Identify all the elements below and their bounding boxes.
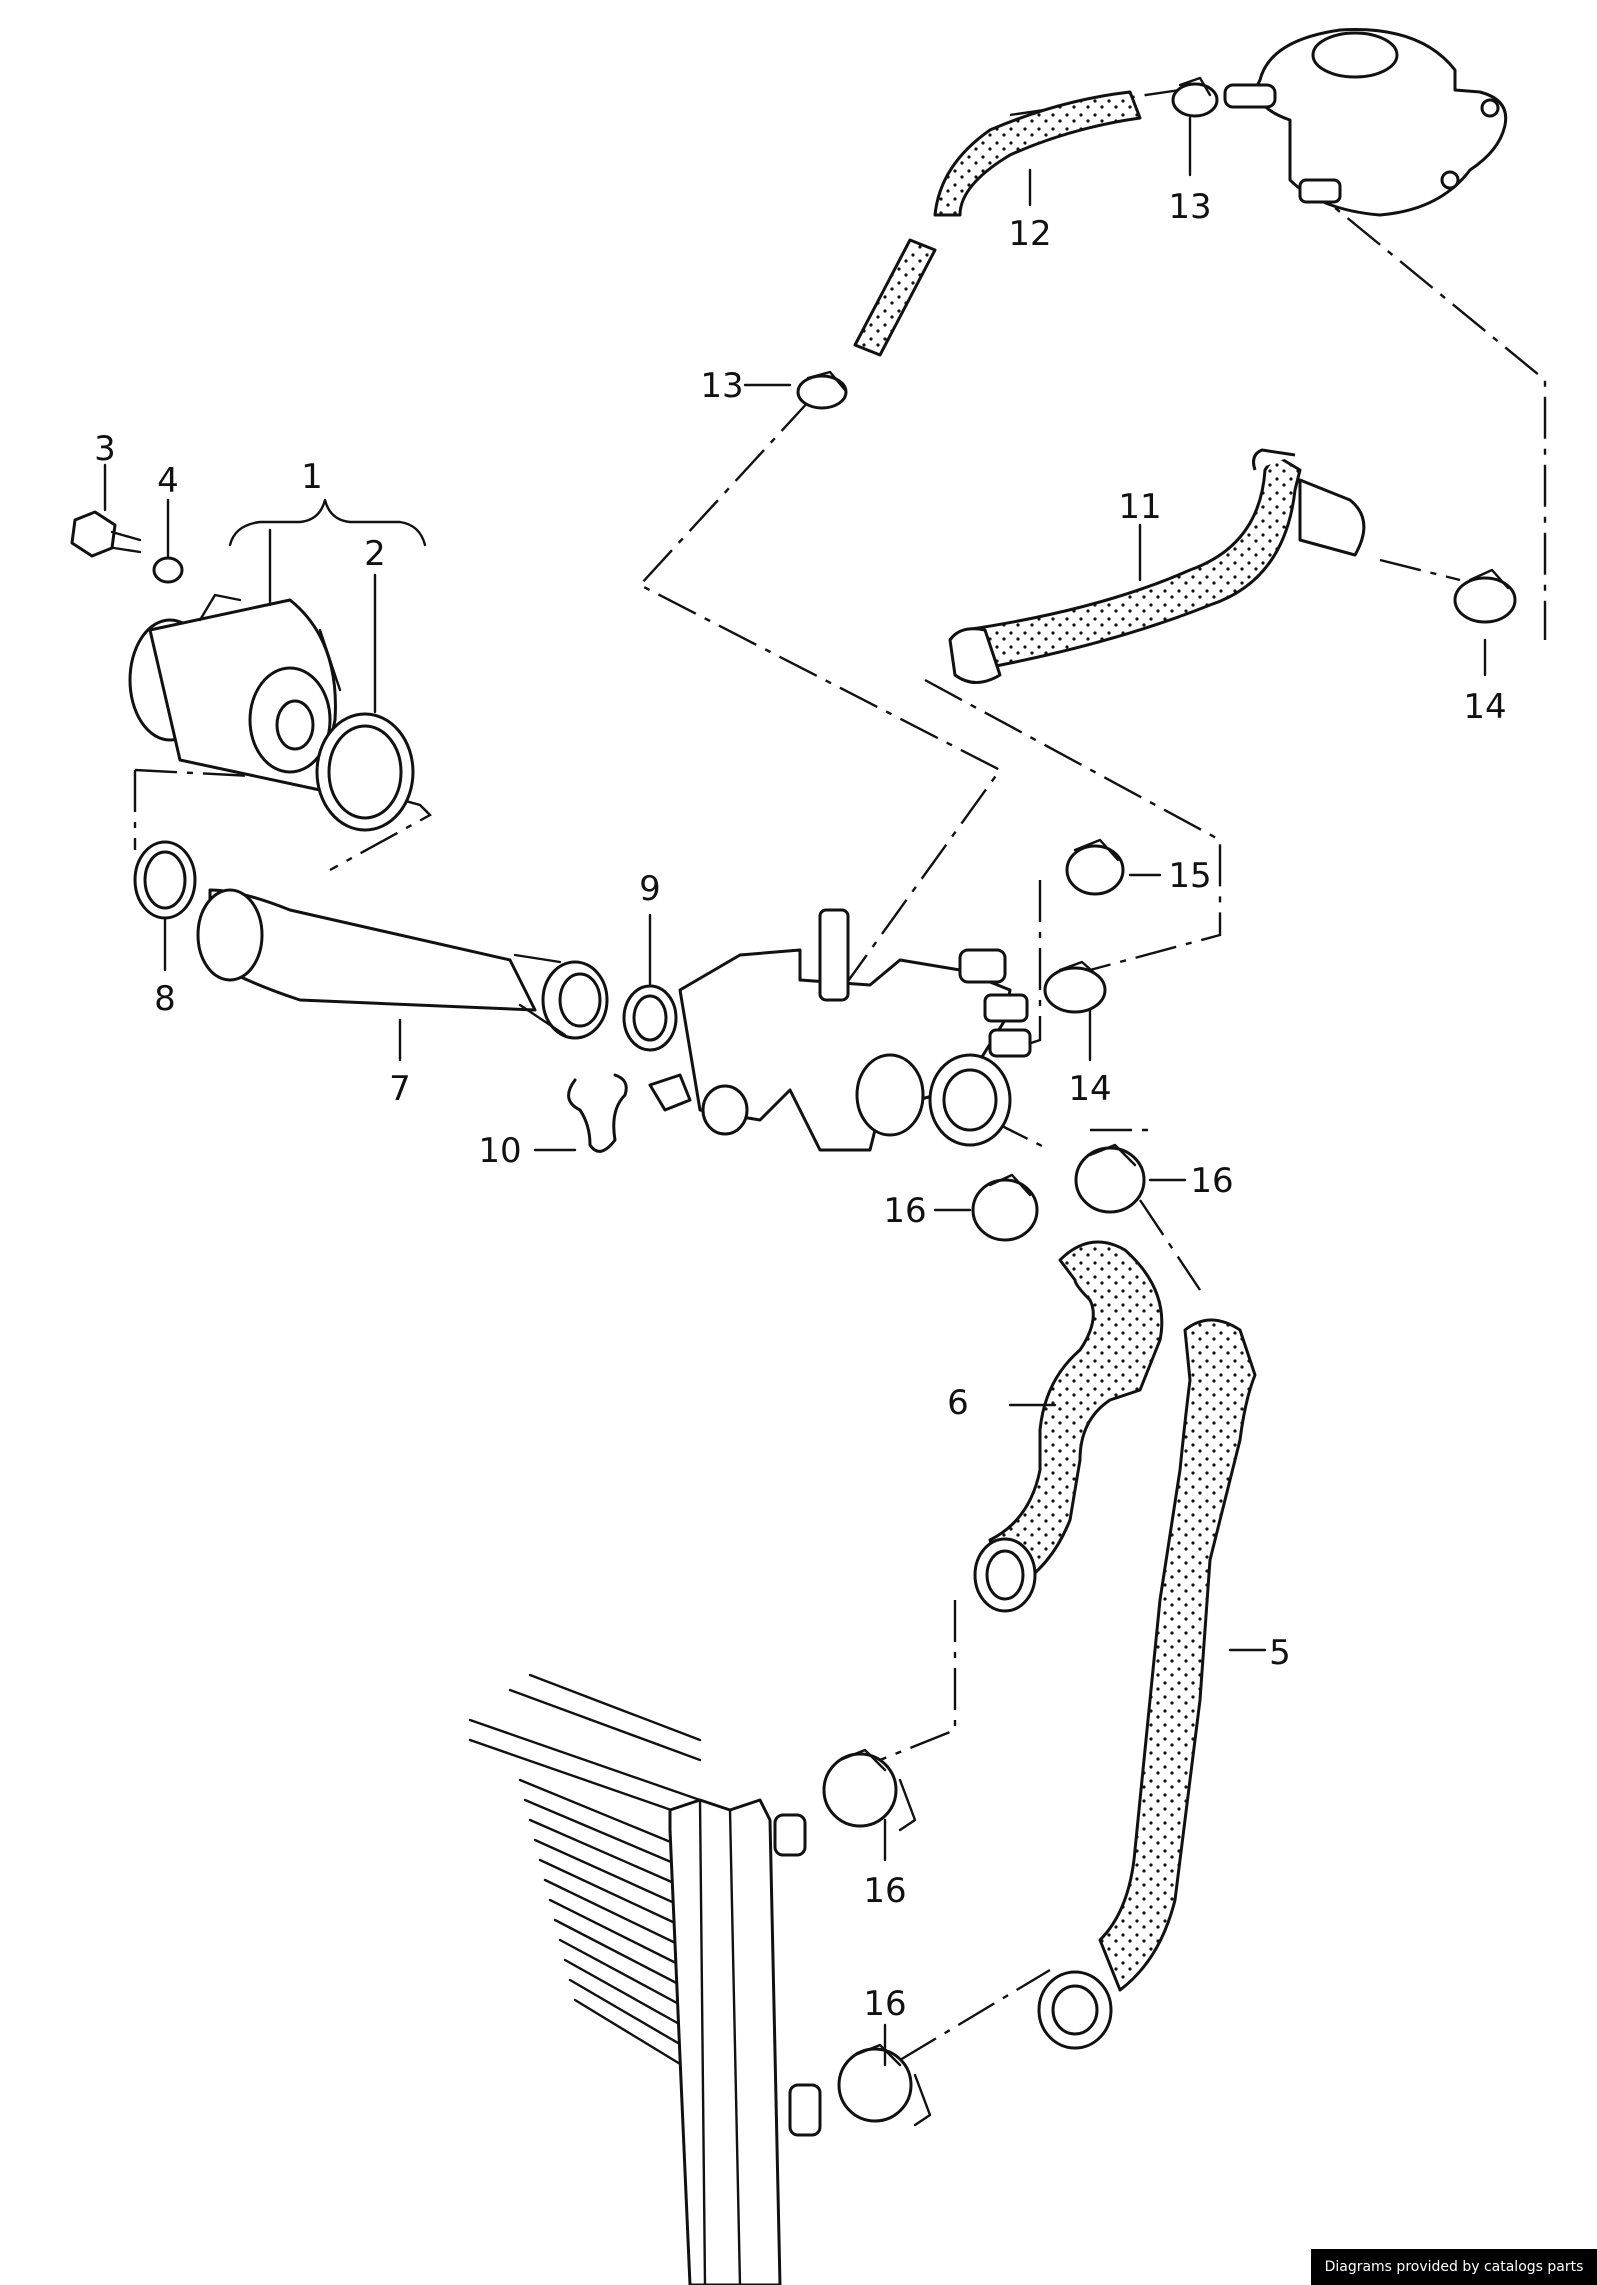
callout-7: 7 <box>389 1069 411 1109</box>
clamp-16-bottom <box>837 2043 932 2127</box>
callout-15: 15 <box>1168 856 1211 896</box>
radiator <box>468 1673 822 2285</box>
clamp-14-right <box>1453 568 1517 624</box>
expansion-tank <box>1223 28 1508 217</box>
callout-11: 11 <box>1118 487 1161 527</box>
callout-2: 2 <box>364 534 386 574</box>
callout-13-upper: 13 <box>1168 187 1211 227</box>
assembly-lines <box>133 88 1547 2062</box>
callout-5: 5 <box>1269 1633 1291 1673</box>
clamp-14-housing <box>1043 960 1107 1014</box>
bracket-1 <box>228 498 427 547</box>
callout-13-lower: 13 <box>700 366 743 406</box>
callout-8: 8 <box>154 979 176 1019</box>
clamp-16-right <box>1074 1143 1146 1214</box>
ring-8 <box>133 840 197 920</box>
pipe-7 <box>196 888 609 1040</box>
clamp-15 <box>1065 838 1125 896</box>
leader-lines <box>103 116 1487 2067</box>
bolt-3 <box>70 510 142 558</box>
credit-banner: Diagrams provided by catalogs parts <box>1311 2249 1597 2285</box>
callout-12: 12 <box>1008 214 1051 254</box>
callout-3: 3 <box>94 429 116 469</box>
clip-10 <box>567 1073 628 1153</box>
water-pump-1 <box>128 593 342 792</box>
hose-11 <box>948 448 1366 684</box>
callout-16-right: 16 <box>1190 1161 1233 1201</box>
hose-6 <box>973 1240 1164 1613</box>
callout-1: 1 <box>301 457 323 497</box>
washer-4 <box>152 556 184 584</box>
clamp-16-left <box>971 1173 1039 1242</box>
clamp-13-upper <box>1171 76 1219 118</box>
upper-hose-12 <box>853 90 1142 357</box>
callout-6: 6 <box>947 1383 969 1423</box>
o-ring-2 <box>315 712 415 832</box>
hose-5 <box>1037 1318 1257 2050</box>
thermostat-housing <box>648 908 1032 1152</box>
callout-10: 10 <box>478 1131 521 1171</box>
callout-labels: 1 2 3 4 5 6 7 8 9 10 11 12 13 13 14 14 1… <box>94 187 1506 2024</box>
clamp-13-lower <box>796 370 848 410</box>
callout-14-right: 14 <box>1463 687 1506 727</box>
callout-9: 9 <box>639 869 661 909</box>
callout-16-bottom: 16 <box>863 1984 906 2024</box>
callout-16-lower: 16 <box>863 1871 906 1911</box>
callout-16-left: 16 <box>883 1191 926 1231</box>
callout-4: 4 <box>157 461 179 501</box>
ring-9 <box>622 984 678 1052</box>
callout-14-housing: 14 <box>1068 1069 1111 1109</box>
clamp-16-lower <box>822 1748 917 1832</box>
